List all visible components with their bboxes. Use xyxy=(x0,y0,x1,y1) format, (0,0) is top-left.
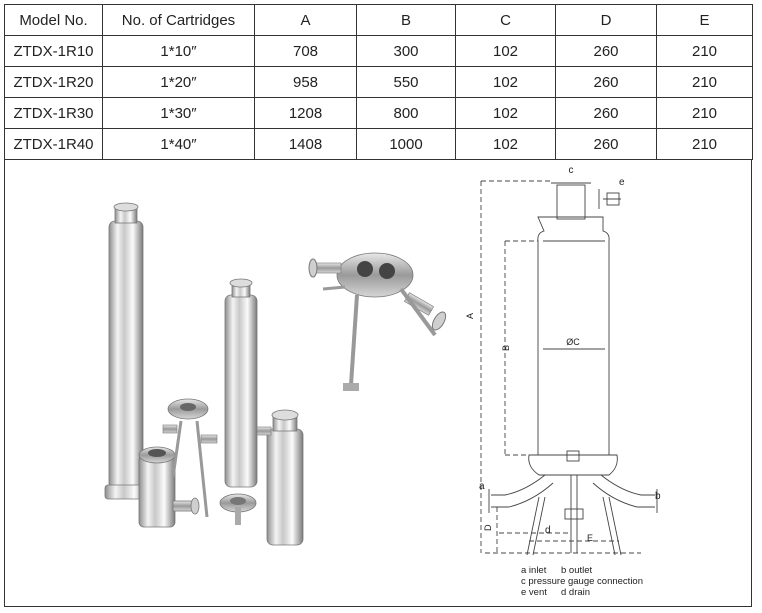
product-illustration: c e A B ØC a b D d E a inlet b outlet c … xyxy=(104,165,661,598)
small-housing-photo xyxy=(256,409,304,546)
cell-model: ZTDX-1R40 xyxy=(4,128,103,160)
table-header-row: Model No. No. of Cartridges A B C D E xyxy=(4,4,753,36)
housing-head-photo xyxy=(162,398,218,518)
drawing-legend: a inlet b outlet c pressure gauge connec… xyxy=(521,565,643,598)
label-d: d xyxy=(545,525,551,536)
label-c: c xyxy=(569,165,574,176)
label-e: e xyxy=(619,177,625,188)
cell-d: 260 xyxy=(555,35,657,67)
cell-c: 102 xyxy=(455,66,556,98)
cell-a: 708 xyxy=(254,35,357,67)
cell-e: 210 xyxy=(656,35,753,67)
label-dim-c: ØC xyxy=(566,337,580,347)
legend-a-inlet: a inlet xyxy=(521,565,547,576)
cell-a: 1208 xyxy=(254,97,357,129)
table-row: ZTDX-1R40 1*40″ 1408 1000 102 260 210 xyxy=(4,128,753,160)
label-dim-e: E xyxy=(587,533,593,543)
cap-photo xyxy=(219,493,257,525)
spec-table: Model No. No. of Cartridges A B C D E ZT… xyxy=(4,4,753,160)
cell-a: 958 xyxy=(254,66,357,98)
table-row: ZTDX-1R20 1*20″ 958 550 102 260 210 xyxy=(4,66,753,98)
cell-e: 210 xyxy=(656,97,753,129)
cell-a: 1408 xyxy=(254,128,357,160)
label-b: b xyxy=(655,491,661,502)
cell-model: ZTDX-1R10 xyxy=(4,35,103,67)
cell-d: 260 xyxy=(555,66,657,98)
short-housing-photo xyxy=(138,446,200,528)
legend-e-vent: e vent xyxy=(521,587,547,598)
label-a: a xyxy=(479,481,485,492)
legend-c-gauge: c pressure gauge connection xyxy=(521,576,643,587)
legend-d-drain: d drain xyxy=(561,587,590,598)
header-cartridges: No. of Cartridges xyxy=(102,4,255,36)
product-figure-panel: c e A B ØC a b D d E a inlet b outlet c … xyxy=(4,159,752,607)
cell-d: 260 xyxy=(555,97,657,129)
cell-cartridges: 1*10″ xyxy=(102,35,255,67)
cell-cartridges: 1*40″ xyxy=(102,128,255,160)
label-dim-b: B xyxy=(501,345,511,351)
header-e: E xyxy=(656,4,753,36)
cell-model: ZTDX-1R30 xyxy=(4,97,103,129)
header-a: A xyxy=(254,4,357,36)
header-b: B xyxy=(356,4,456,36)
cell-d: 260 xyxy=(555,128,657,160)
cell-model: ZTDX-1R20 xyxy=(4,66,103,98)
drawing-labels: c e A B ØC a b D d E xyxy=(465,165,661,543)
cell-b: 300 xyxy=(356,35,456,67)
cell-e: 210 xyxy=(656,128,753,160)
cell-cartridges: 1*30″ xyxy=(102,97,255,129)
cell-b: 800 xyxy=(356,97,456,129)
technical-drawing xyxy=(480,180,658,556)
legend-b-outlet: b outlet xyxy=(561,565,593,576)
cell-b: 1000 xyxy=(356,128,456,160)
cell-c: 102 xyxy=(455,97,556,129)
cell-c: 102 xyxy=(455,35,556,67)
label-dim-d: D xyxy=(483,524,493,531)
label-dim-a: A xyxy=(465,313,475,319)
tripod-head-photo xyxy=(308,252,447,391)
header-c: C xyxy=(455,4,556,36)
cell-b: 550 xyxy=(356,66,456,98)
table-row: ZTDX-1R30 1*30″ 1208 800 102 260 210 xyxy=(4,97,753,129)
cell-cartridges: 1*20″ xyxy=(102,66,255,98)
medium-housing-photo xyxy=(224,278,258,488)
header-d: D xyxy=(555,4,657,36)
cell-c: 102 xyxy=(455,128,556,160)
cell-e: 210 xyxy=(656,66,753,98)
header-model-no: Model No. xyxy=(4,4,103,36)
table-row: ZTDX-1R10 1*10″ 708 300 102 260 210 xyxy=(4,35,753,67)
